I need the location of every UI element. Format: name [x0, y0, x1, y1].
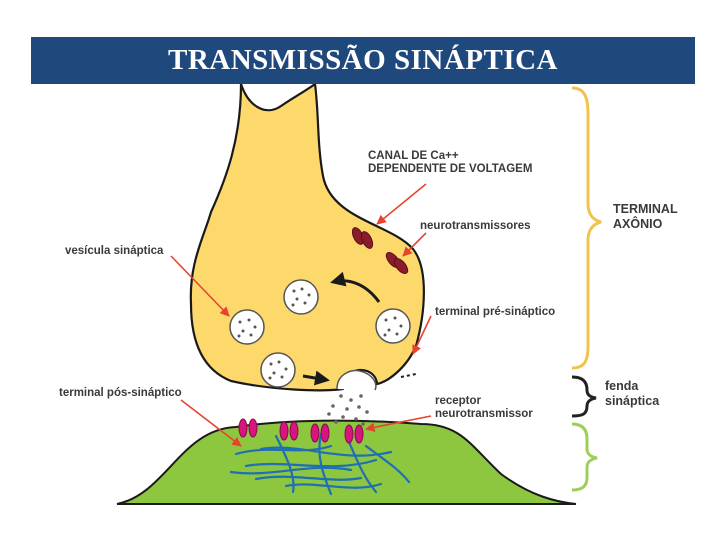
label-vesicula-sinaptica: vesícula sináptica	[65, 245, 163, 258]
terminal-axonio-bracket	[572, 88, 601, 368]
terminal-pos-bracket	[572, 424, 597, 490]
label-terminal-pos-sinaptico: terminal pós-sináptico	[59, 387, 182, 400]
membrane-gap	[401, 374, 416, 377]
page-title: TRANSMISSÃO SINÁPTICA	[168, 44, 558, 77]
vesicle	[284, 280, 318, 314]
axon-terminal	[191, 84, 424, 390]
label-neurotransmissores: neurotransmissores	[420, 220, 531, 233]
title-bar: TRANSMISSÃO SINÁPTICA	[31, 37, 695, 84]
vesicle	[261, 353, 295, 387]
pointer-arrow-canal	[377, 184, 426, 224]
synapse-diagram	[31, 84, 695, 510]
vesicle	[376, 309, 410, 343]
label-canal-calcio: CANAL DE Ca++ DEPENDENTE DE VOLTAGEM	[368, 150, 532, 176]
label-terminal-axonio: TERMINAL AXÔNIO	[613, 202, 678, 232]
label-terminal-pre-sinaptico: terminal pré-sináptico	[435, 306, 555, 319]
vesicle	[230, 310, 264, 344]
fenda-sinaptica-bracket	[572, 377, 596, 416]
label-receptor-neurotransmissor: receptor neurotransmissor	[435, 395, 533, 421]
synapse-figure: CANAL DE Ca++ DEPENDENTE DE VOLTAGEM neu…	[31, 84, 695, 510]
label-fenda-sinaptica: fenda sináptica	[605, 379, 659, 409]
